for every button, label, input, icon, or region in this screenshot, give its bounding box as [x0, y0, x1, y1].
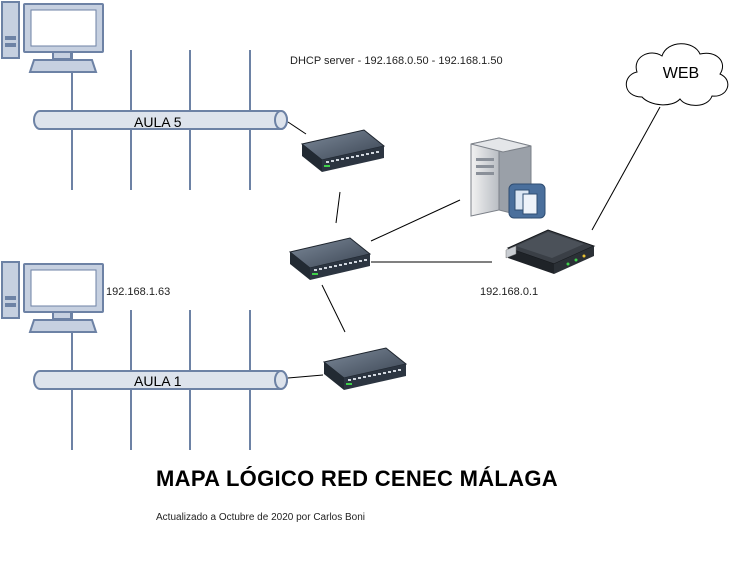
link-switch5-core [335, 191, 341, 224]
aula1-segment: AULA 1 [33, 310, 288, 450]
aula5-bus [33, 110, 288, 130]
aula1-label: AULA 1 [134, 373, 182, 389]
link-aula1-switch [287, 374, 324, 379]
link-core-switch1 [321, 284, 346, 333]
workstation-aula1 [1, 261, 104, 333]
link-core-server [370, 199, 461, 242]
cloud-icon: WEB [625, 43, 729, 106]
server-badge-icon [508, 183, 546, 219]
router-icon [505, 229, 596, 274]
workstation-aula5 [1, 1, 104, 73]
aula5-label: AULA 5 [134, 114, 182, 130]
switch-aula5-icon [300, 129, 386, 172]
link-aula5-switch [287, 121, 307, 135]
switch-aula1-icon [322, 347, 408, 390]
aula5-segment: AULA 5 [33, 50, 288, 190]
link-router-web [591, 106, 661, 231]
diagram-subtitle: Actualizado a Octubre de 2020 por Carlos… [156, 512, 366, 523]
diagram-title: MAPA LÓGICO RED CENEC MÁLAGA [156, 466, 558, 491]
links [287, 106, 661, 379]
lan-ip-label: 192.168.1.63 [106, 286, 171, 298]
router-ip-label: 192.168.0.1 [480, 286, 539, 298]
aula1-bus [33, 370, 288, 390]
web-label: WEB [663, 65, 699, 82]
switch-core-icon [288, 237, 372, 280]
dhcp-server-label: DHCP server - 192.168.0.50 - 192.168.1.5… [290, 55, 503, 67]
server-icon [470, 137, 546, 219]
